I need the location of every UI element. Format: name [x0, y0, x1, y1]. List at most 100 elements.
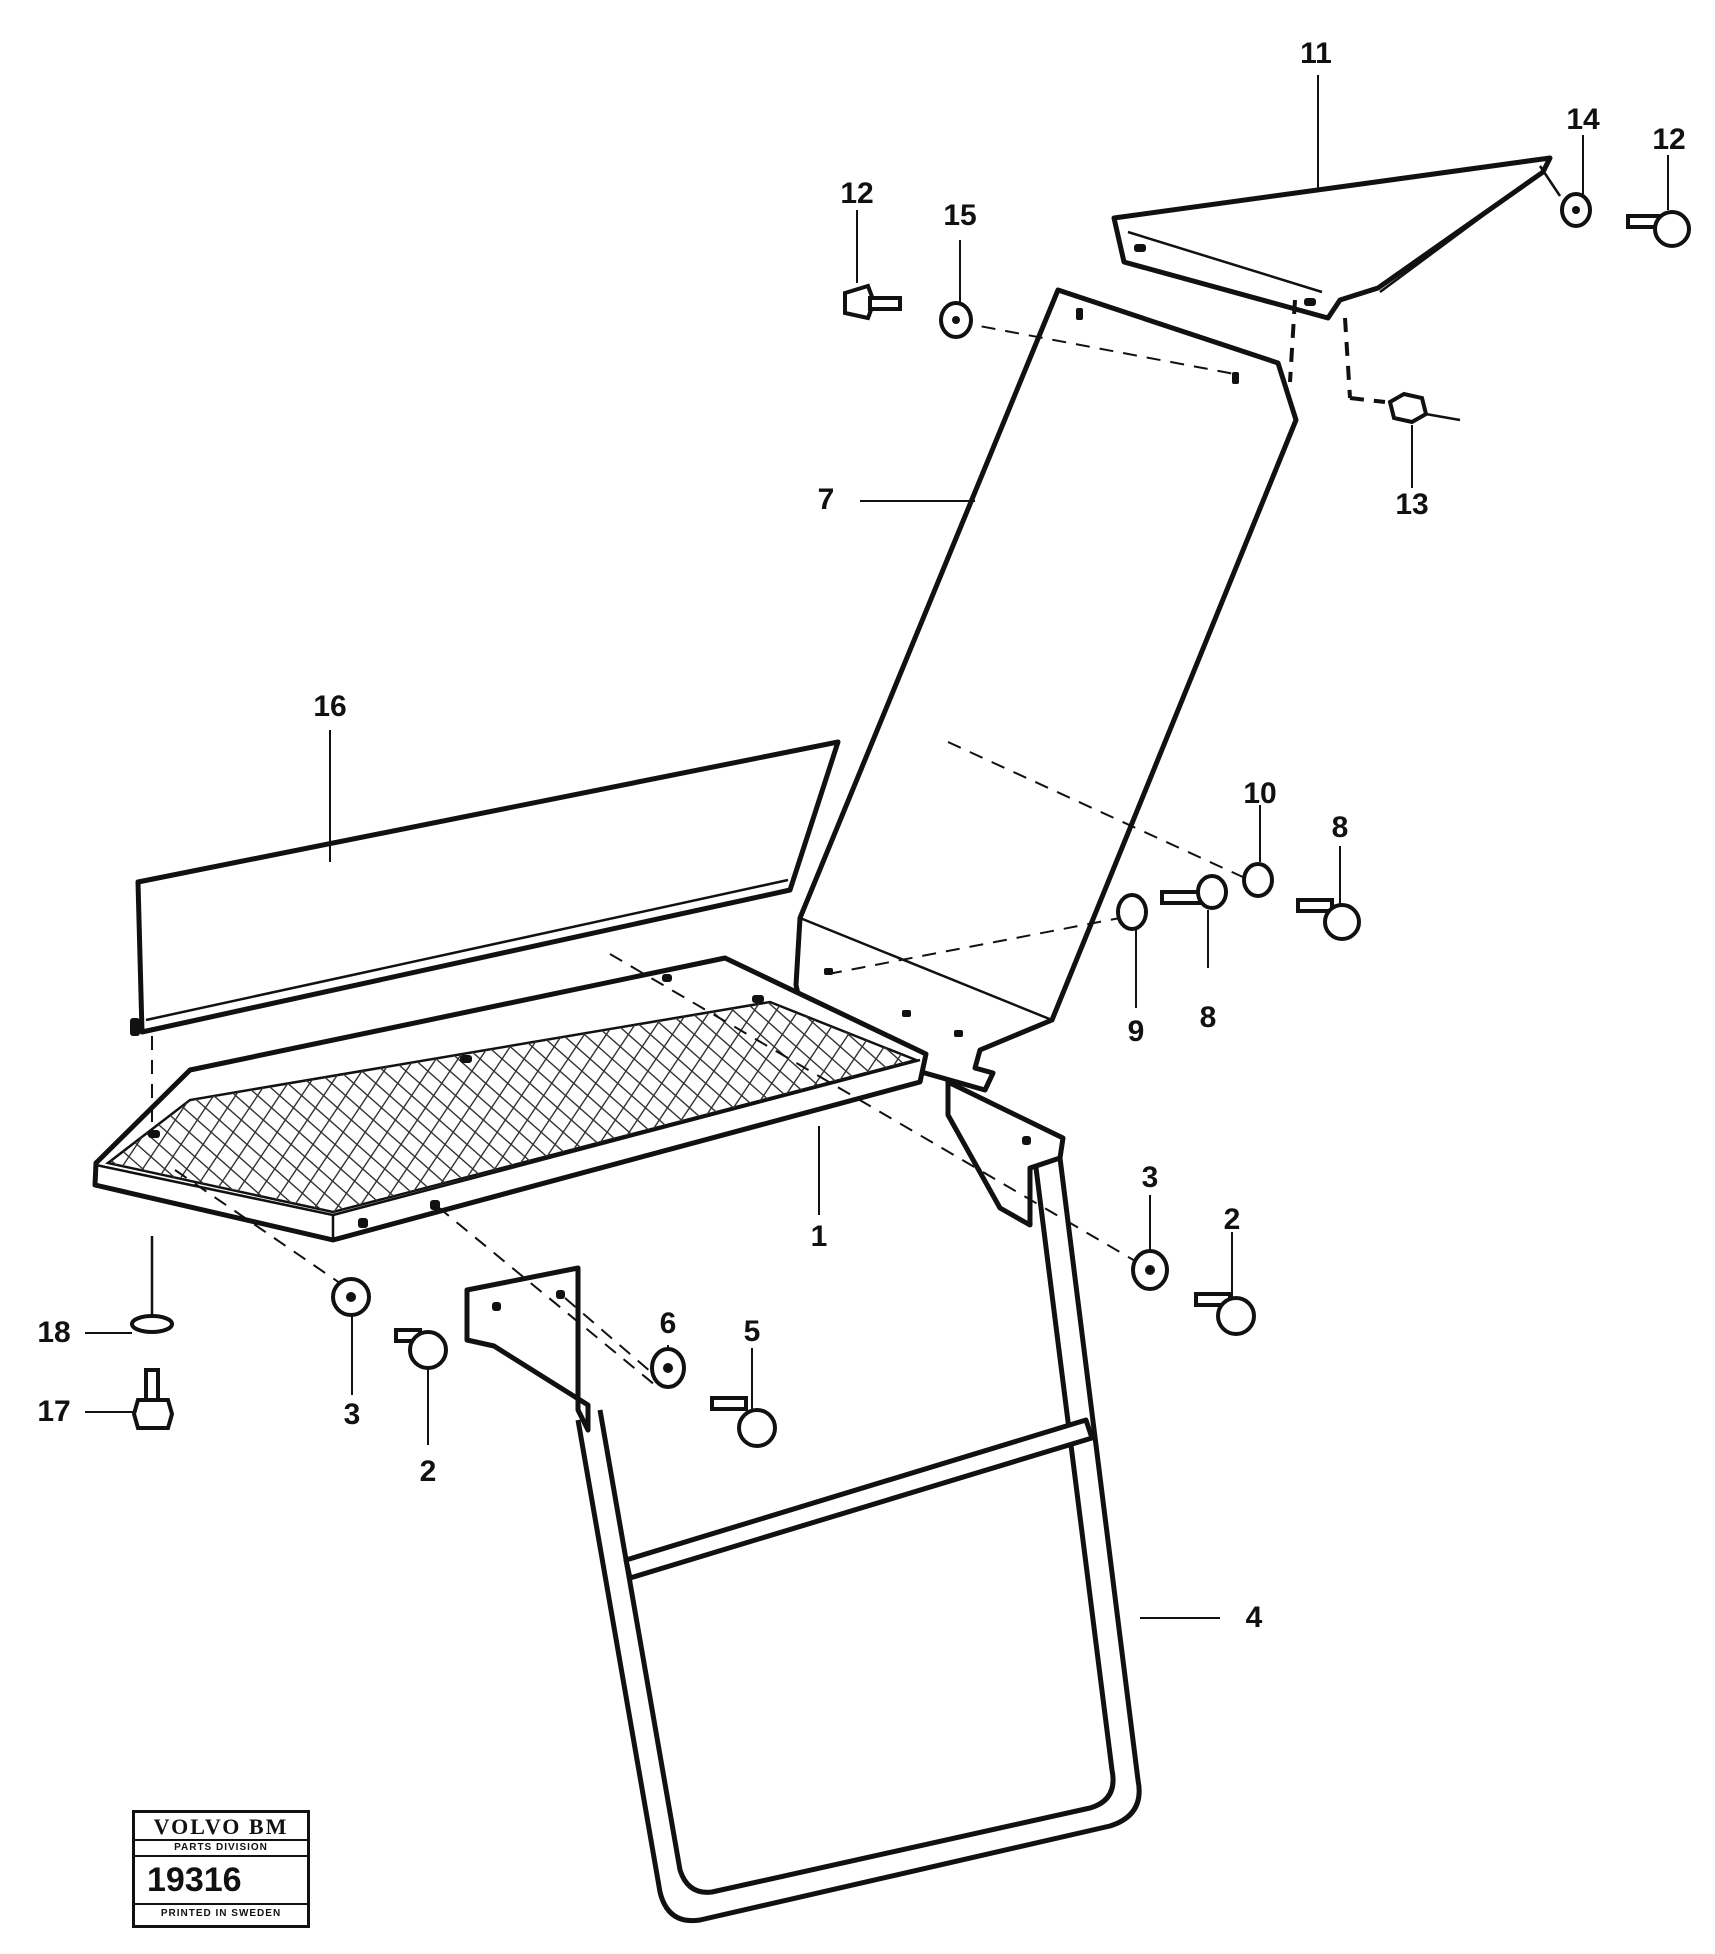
mesh-line	[1512, 960, 1715, 1260]
mesh-line	[1358, 960, 1558, 1260]
part-16-back-panel	[130, 739, 841, 1036]
mesh-line	[1270, 960, 1610, 1260]
assembly-lines	[150, 165, 1562, 1386]
mesh-line	[1380, 960, 1715, 1260]
callout-7: 7	[817, 483, 835, 516]
mesh-line	[1578, 960, 1715, 1260]
callout-3-left: 3	[343, 1398, 361, 1431]
mesh-line	[0, 960, 84, 1260]
mesh-line	[0, 960, 26, 1260]
mesh-line	[1358, 960, 1698, 1260]
callout-9: 9	[1127, 1015, 1145, 1048]
mesh-line	[1226, 960, 1566, 1260]
mesh-line	[0, 960, 92, 1260]
mesh-line	[1424, 960, 1624, 1260]
mesh-line	[1710, 960, 1715, 1260]
mesh-line	[1050, 960, 1390, 1260]
hardware	[130, 192, 1691, 1448]
mesh-line	[1116, 960, 1456, 1260]
mesh-line	[0, 960, 40, 1260]
callout-2-left: 2	[419, 1455, 437, 1488]
stamp-division: PARTS DIVISION	[135, 1841, 307, 1857]
mesh-line	[1094, 960, 1294, 1260]
part-4-ladder	[464, 1079, 1142, 1924]
mesh-line	[1534, 960, 1715, 1260]
stamp-drawing-number: 19316	[135, 1857, 307, 1905]
mesh-line	[1270, 960, 1470, 1260]
part-11-top-bracket	[1111, 155, 1553, 321]
mesh-line	[1512, 960, 1712, 1260]
mesh-line	[1072, 960, 1412, 1260]
mesh-line	[1204, 960, 1544, 1260]
mesh-line	[1292, 960, 1492, 1260]
mesh-line	[1314, 960, 1514, 1260]
mesh-line	[1226, 960, 1426, 1260]
mesh-line	[1644, 960, 1715, 1260]
mesh-line	[1600, 960, 1715, 1260]
callout-8-middle: 8	[1199, 1001, 1217, 1034]
mesh-line	[108, 1002, 115, 1212]
mesh-line	[1028, 960, 1368, 1260]
mesh-line	[1556, 960, 1715, 1260]
stamp-brand: VOLVO BM	[135, 1813, 307, 1841]
mesh-line	[108, 1002, 137, 1212]
callout-11: 11	[1300, 37, 1332, 70]
mesh-line	[1710, 960, 1715, 1260]
callout-10: 10	[1243, 777, 1277, 810]
mesh-line	[1336, 960, 1536, 1260]
callout-6: 6	[659, 1307, 677, 1340]
mesh-line	[0, 960, 106, 1260]
callout-8-right: 8	[1331, 811, 1349, 844]
mesh-line	[1094, 960, 1434, 1260]
mesh-line	[1072, 960, 1272, 1260]
callout-13: 13	[1395, 488, 1429, 521]
callout-1: 1	[810, 1220, 828, 1253]
callout-leaders	[85, 75, 1669, 1619]
callout-14: 14	[1566, 103, 1600, 136]
mesh-line	[0, 960, 70, 1260]
mesh-line	[1402, 960, 1715, 1260]
mesh-line	[1490, 960, 1690, 1260]
mesh-line	[1556, 960, 1715, 1260]
mesh-line	[1424, 960, 1715, 1260]
callout-18: 18	[37, 1316, 71, 1349]
mesh-line	[1380, 960, 1580, 1260]
callout-4: 4	[1245, 1601, 1263, 1634]
mesh-line	[108, 1002, 129, 1212]
mesh-line	[0, 960, 4, 1260]
mesh-line	[1666, 960, 1715, 1260]
mesh-line	[0, 960, 18, 1260]
callout-3-right: 3	[1141, 1161, 1159, 1194]
part-7-side-panel	[793, 287, 1299, 1093]
mesh-line	[1160, 960, 1360, 1260]
mesh-line	[108, 1002, 159, 1212]
callout-12-left: 12	[840, 177, 874, 210]
callout-5: 5	[743, 1315, 761, 1348]
mesh-line	[1490, 960, 1715, 1260]
mesh-line	[1248, 960, 1588, 1260]
mesh-line	[1248, 960, 1448, 1260]
mesh-line	[1314, 960, 1654, 1260]
callout-16: 16	[313, 690, 347, 723]
mesh-line	[1292, 960, 1632, 1260]
callout-12-right: 12	[1652, 123, 1686, 156]
mesh-line	[1688, 960, 1715, 1260]
parts-division-stamp: VOLVO BM PARTS DIVISION 19316 PRINTED IN…	[132, 1810, 310, 1928]
stamp-printed: PRINTED IN SWEDEN	[160, 1908, 282, 1919]
mesh-line	[108, 1002, 151, 1212]
mesh-line	[1468, 960, 1668, 1260]
mesh-line	[1666, 960, 1715, 1260]
mesh-line	[1534, 960, 1715, 1260]
mesh-line	[1688, 960, 1715, 1260]
mesh-line	[1622, 960, 1715, 1260]
mesh-line	[1578, 960, 1715, 1260]
mesh-line	[1622, 960, 1715, 1260]
callout-2-right: 2	[1223, 1203, 1241, 1236]
mesh-line	[1446, 960, 1715, 1260]
callout-17: 17	[37, 1395, 71, 1428]
mesh-line	[0, 960, 48, 1260]
mesh-line	[1402, 960, 1602, 1260]
callout-15: 15	[943, 199, 977, 232]
